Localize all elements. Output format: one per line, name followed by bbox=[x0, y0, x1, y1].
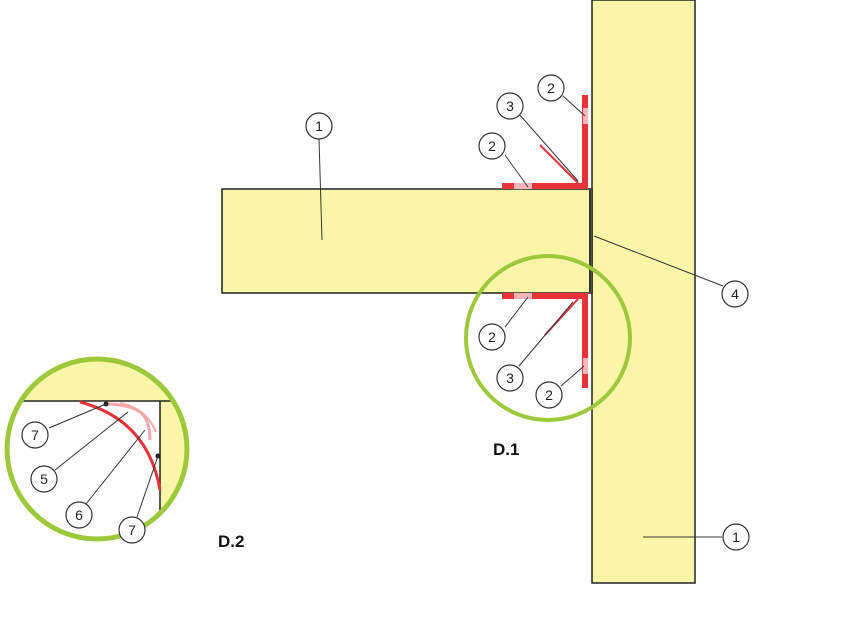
leader-lines bbox=[48, 95, 724, 538]
svg-text:5: 5 bbox=[40, 471, 48, 487]
callout-6: 6 bbox=[65, 501, 93, 529]
vertical-panel bbox=[591, 0, 696, 584]
callout-5: 5 bbox=[30, 465, 58, 493]
svg-text:3: 3 bbox=[506, 370, 514, 386]
svg-text:1: 1 bbox=[315, 118, 323, 134]
svg-text:7: 7 bbox=[31, 427, 39, 443]
callout-1a: 1 bbox=[305, 112, 333, 140]
callout-3b: 3 bbox=[496, 364, 524, 392]
detail-d2-label: D.2 bbox=[218, 532, 244, 551]
svg-text:2: 2 bbox=[488, 329, 496, 345]
svg-text:2: 2 bbox=[545, 387, 553, 403]
callout-7a: 7 bbox=[21, 421, 49, 449]
svg-text:7: 7 bbox=[128, 522, 136, 538]
callout-4: 4 bbox=[721, 280, 749, 308]
detail-d1-ring bbox=[464, 254, 632, 422]
callout-1b: 1 bbox=[722, 523, 750, 551]
svg-text:1: 1 bbox=[732, 529, 740, 545]
horizontal-panel bbox=[221, 188, 593, 294]
callout-2b: 2 bbox=[478, 132, 506, 160]
detail-d1-label: D.1 bbox=[493, 440, 519, 459]
callout-2d: 2 bbox=[535, 381, 563, 409]
svg-text:4: 4 bbox=[731, 286, 739, 302]
svg-text:2: 2 bbox=[547, 80, 555, 96]
callout-3a: 3 bbox=[496, 92, 524, 120]
upper-angle-bracket bbox=[502, 95, 588, 189]
detail-d2-view bbox=[4, 356, 190, 542]
callout-2a: 2 bbox=[537, 74, 565, 102]
svg-text:3: 3 bbox=[506, 98, 514, 114]
callout-2c: 2 bbox=[478, 323, 506, 351]
callout-7b: 7 bbox=[118, 516, 146, 544]
svg-text:6: 6 bbox=[75, 507, 83, 523]
svg-text:2: 2 bbox=[488, 138, 496, 154]
